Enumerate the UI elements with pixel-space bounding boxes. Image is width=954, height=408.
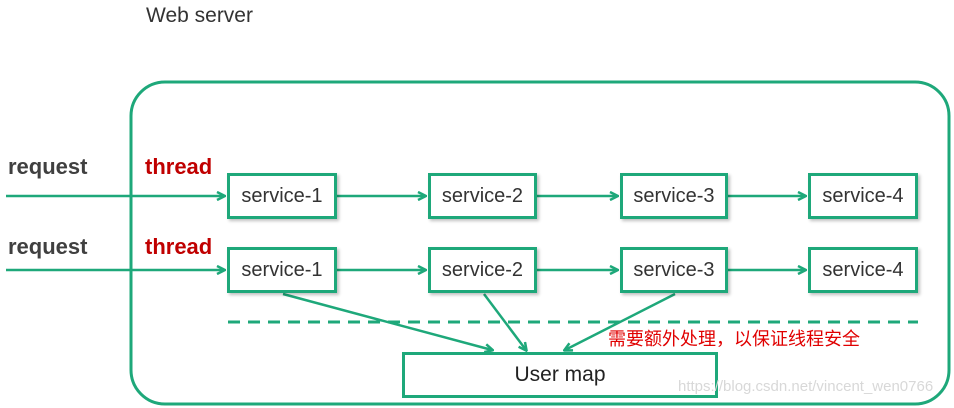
watermark: https://blog.csdn.net/vincent_wen0766 [678,378,934,395]
request-label-1: request [8,154,88,179]
request-label-2: request [8,234,88,259]
web-server-boundary [129,80,951,406]
diagram-title: Web server [146,4,253,27]
thread-label-2: thread [145,234,213,259]
service-3-box-row2: service-3 [620,247,728,293]
service-4-box-row1: service-4 [808,173,918,219]
access-arrow-3 [565,292,676,350]
service-2-box-row1: service-2 [428,173,537,219]
access-arrow-2 [483,293,526,350]
thread-label-1: thread [145,154,213,179]
service-2-box-row2: service-2 [428,247,537,293]
service-4-box-row2: service-4 [808,247,918,293]
access-arrow-1 [282,292,492,350]
service-1-box-row2: service-1 [227,247,337,293]
service-3-box-row1: service-3 [620,173,728,219]
service-1-box-row1: service-1 [227,173,337,219]
thread-safety-note: 需要额外处理，以保证线程安全 [608,329,860,349]
user-map-box: User map [402,352,718,398]
